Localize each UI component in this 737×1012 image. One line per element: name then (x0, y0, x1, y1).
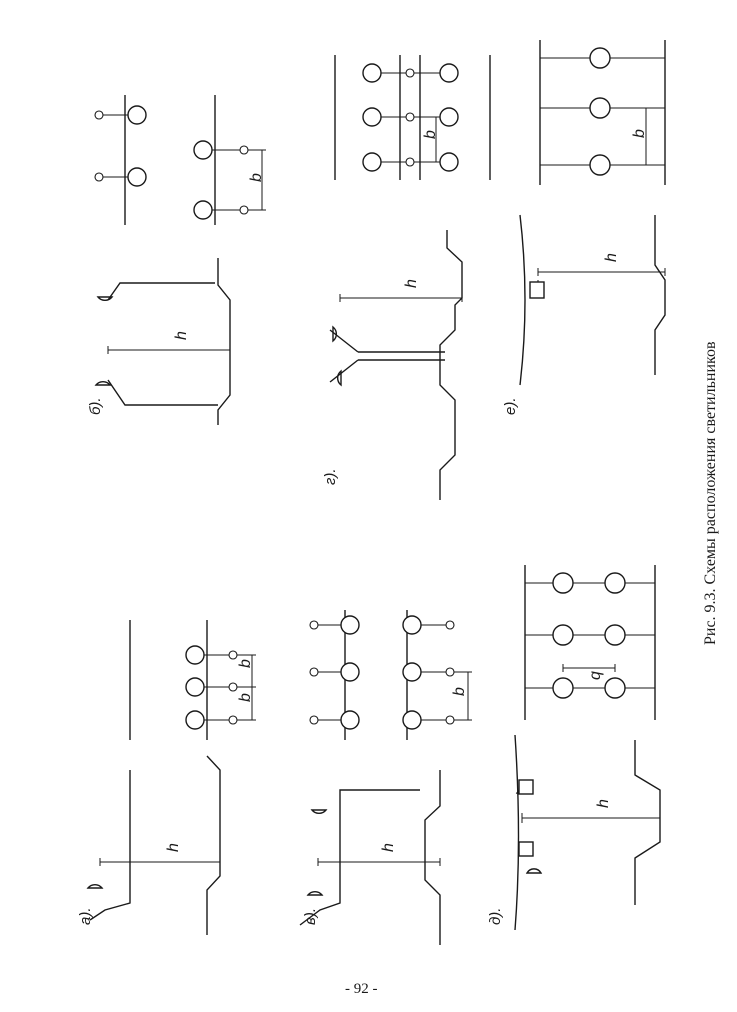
panel-a-label: а). (77, 907, 94, 925)
page-number: - 92 - (345, 981, 378, 997)
panel-a-h: h (165, 843, 182, 852)
panel-e-h: h (603, 253, 620, 262)
panel-d-q: q (587, 671, 604, 680)
panel-v-section: h в). (299, 770, 441, 945)
panel-d-h: h (595, 799, 612, 808)
panel-v-b: b (451, 687, 468, 696)
panel-v-label: в). (302, 908, 319, 925)
figure-caption: Рис. 9.3. Схемы расположения светильнико… (702, 341, 719, 645)
rotated-figure: h а). b b (77, 40, 666, 945)
panel-b-h: h (173, 331, 190, 340)
panel-e-section: h е). (502, 214, 666, 415)
panel-d-plan: q (524, 565, 656, 720)
panel-g-label: г). (322, 468, 339, 485)
panel-a-b2: b (237, 659, 254, 668)
panel-g-h: h (403, 279, 420, 288)
panel-a-b1: b (237, 693, 254, 702)
panel-g-section: h г). (322, 230, 463, 500)
panel-g-b: b (422, 130, 439, 139)
panel-a-plan: b b (129, 620, 256, 740)
panel-a-section: h а). (77, 755, 221, 935)
panel-g-plan: b (334, 55, 491, 180)
panel-e-b: b (631, 129, 648, 138)
panel-d-label: д). (487, 908, 504, 925)
panel-b-section: h б). (87, 258, 231, 425)
panel-e-label: е). (502, 397, 519, 415)
panel-b-label: б). (87, 397, 104, 415)
panel-v-h: h (380, 843, 397, 852)
panel-b-plan: b (94, 95, 266, 225)
panel-v-plan: b (309, 610, 472, 740)
panel-b-b: b (248, 173, 265, 182)
panel-e-plan: b (539, 40, 666, 185)
panel-d-section: h д). (487, 734, 661, 931)
